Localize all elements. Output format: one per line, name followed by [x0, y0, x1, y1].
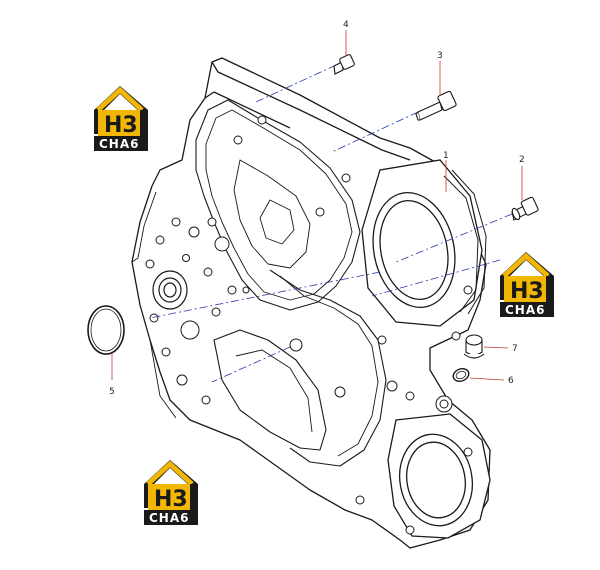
watermark-logo-text: H3 — [154, 487, 188, 512]
callout-4: 4 — [343, 20, 349, 30]
callout-2: 2 — [519, 155, 525, 165]
watermark-logo-right: H3 CHA6 — [500, 252, 554, 317]
watermark-brand-text: CHA6 — [149, 511, 190, 525]
callout-7: 7 — [512, 344, 518, 354]
watermark-brand-text: CHA6 — [505, 303, 546, 317]
watermark-logo-text: H3 — [510, 279, 544, 304]
callout-6: 6 — [508, 376, 514, 386]
bolt-part-4 — [333, 54, 355, 75]
seal-ring-part-5 — [87, 305, 125, 355]
leader-lines — [111, 30, 523, 381]
callout-1: 1 — [443, 151, 449, 161]
mounting-holes — [145, 115, 473, 535]
watermark-logo-bottom-left: H3 CHA6 — [144, 460, 198, 525]
upper-bore — [361, 159, 487, 327]
watermark-brand-text: CHA6 — [99, 137, 140, 151]
callout-5: 5 — [109, 387, 115, 397]
assembly-axis-lines — [149, 64, 513, 383]
watermark-logo-top-left: H3 CHA6 — [94, 86, 148, 151]
callout-3: 3 — [437, 51, 443, 61]
bolt-part-3 — [415, 90, 457, 121]
callout-labels: 1 2 3 4 5 6 7 — [109, 20, 525, 397]
seal-boss — [152, 270, 188, 310]
watermark-logo-text: H3 — [104, 113, 138, 138]
lower-bore — [387, 413, 491, 539]
bolt-part-2 — [511, 196, 539, 221]
plug-part-7 — [463, 334, 485, 359]
o-ring-part-6 — [452, 368, 470, 382]
